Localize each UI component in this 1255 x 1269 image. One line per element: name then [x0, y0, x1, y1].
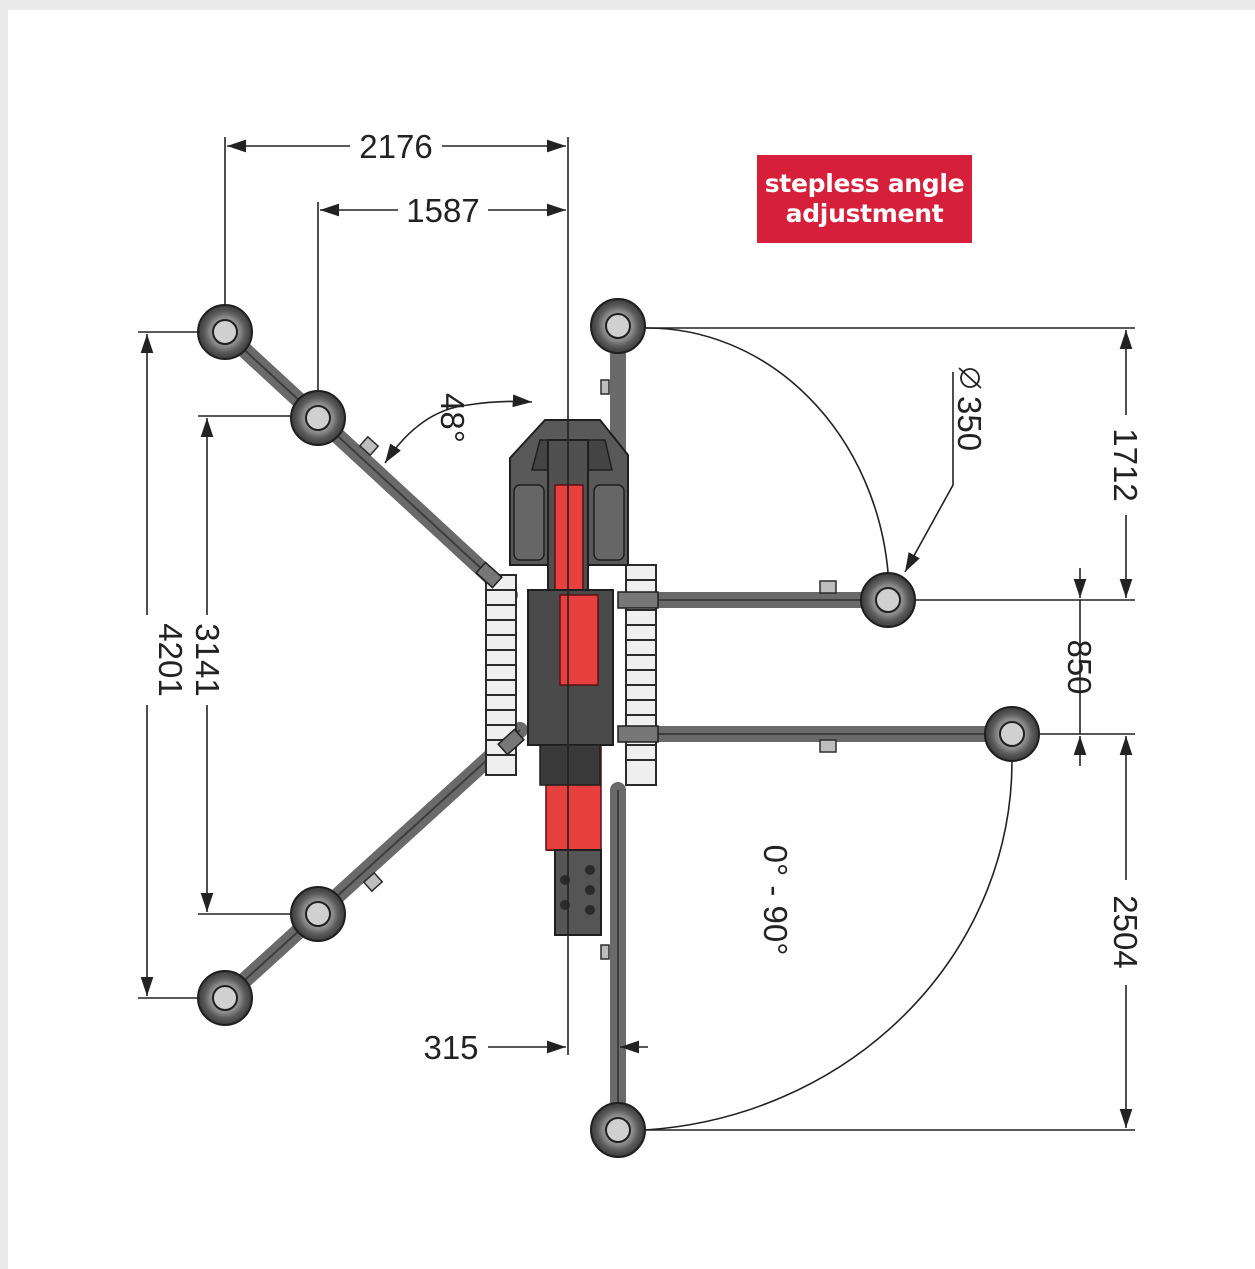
- dim-1587: 1587: [406, 192, 479, 229]
- badge-line-2: adjustment: [785, 199, 944, 228]
- outrigger-feet: [197, 298, 1040, 1158]
- foot-bottom: [590, 1102, 646, 1158]
- foot-right-upper: [860, 572, 916, 628]
- diameter-icon: [960, 368, 980, 388]
- dimension-lines: [138, 137, 1135, 1131]
- dim-diameter: 350: [951, 367, 988, 451]
- outrigger-legs: [217, 318, 1020, 1138]
- dim-315: 315: [423, 1029, 478, 1066]
- badge-line-1: stepless angle: [764, 169, 965, 198]
- foot-mid-left-upper: [290, 390, 346, 446]
- machine-body: [475, 419, 659, 936]
- dim-350: 350: [951, 396, 988, 451]
- dim-1712: 1712: [1107, 428, 1144, 501]
- dim-850: 850: [1061, 639, 1098, 694]
- foot-top: [590, 298, 646, 354]
- foot-top-left: [197, 304, 253, 360]
- dim-angle-48: 48°: [434, 393, 471, 443]
- stepless-angle-badge: stepless angle adjustment: [757, 155, 972, 243]
- foot-right-lower: [984, 706, 1040, 762]
- foot-mid-left-lower: [290, 886, 346, 942]
- dim-angle-range: 0° - 90°: [757, 845, 794, 956]
- dim-4201: 4201: [152, 623, 189, 696]
- dim-3141: 3141: [189, 623, 226, 696]
- dimension-labels: 2176 1587 4201 3141 48° 350 1712 850 250…: [152, 128, 1144, 1066]
- foot-bottom-left: [197, 970, 253, 1026]
- leg-brackets: [358, 379, 837, 960]
- dim-2176: 2176: [359, 128, 432, 165]
- dim-2504: 2504: [1107, 895, 1144, 968]
